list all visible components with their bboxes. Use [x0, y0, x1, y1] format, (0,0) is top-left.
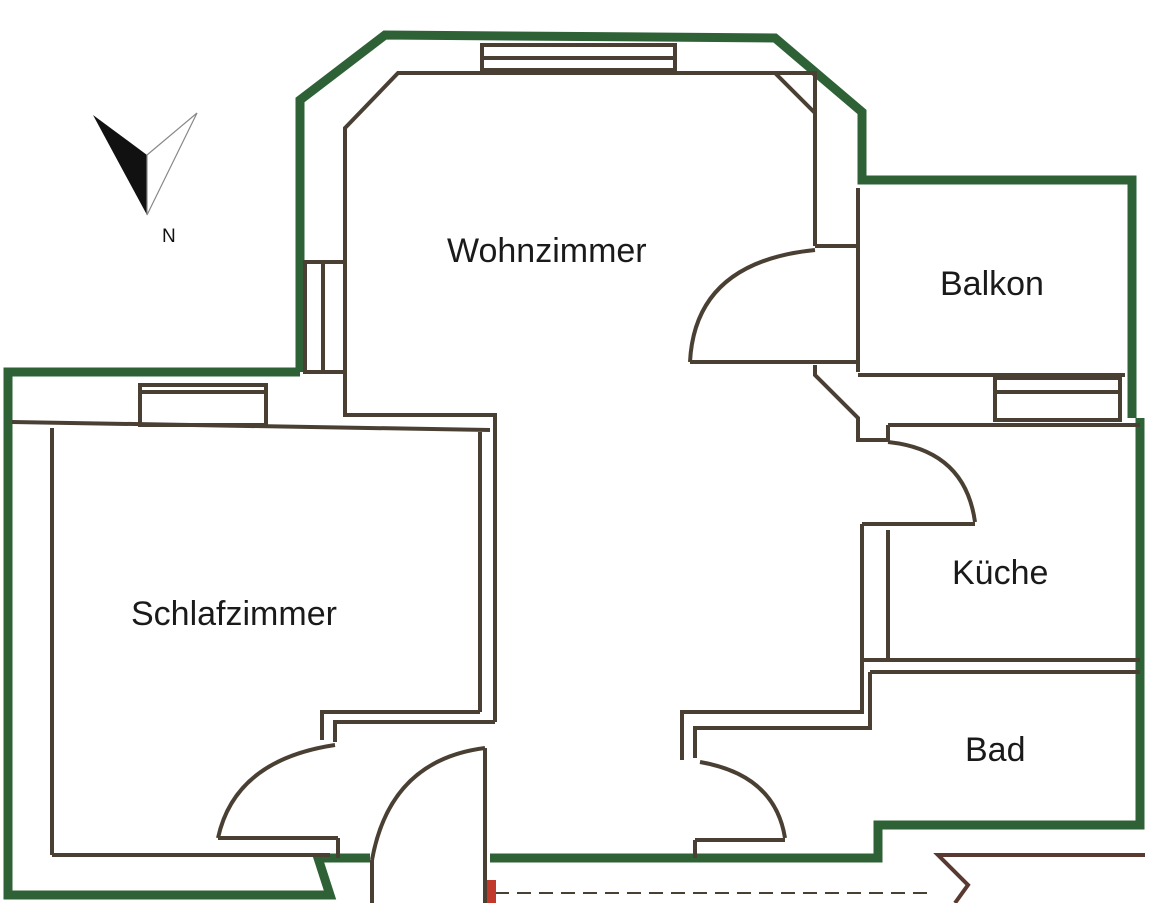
room-label-kueche: Küche [952, 554, 1049, 592]
entrance-arrow-icon [933, 853, 1145, 903]
entrance-marker [487, 880, 496, 903]
room-label-bad: Bad [965, 731, 1026, 769]
inner-walls [11, 43, 1140, 903]
room-label-schlafzimmer: Schlafzimmer [131, 595, 337, 633]
room-label-wohnzimmer: Wohnzimmer [447, 232, 647, 270]
room-label-balkon: Balkon [940, 265, 1044, 303]
north-arrow-icon [93, 112, 198, 216]
outer-walls [3, 30, 1145, 900]
north-label: N [162, 226, 176, 247]
